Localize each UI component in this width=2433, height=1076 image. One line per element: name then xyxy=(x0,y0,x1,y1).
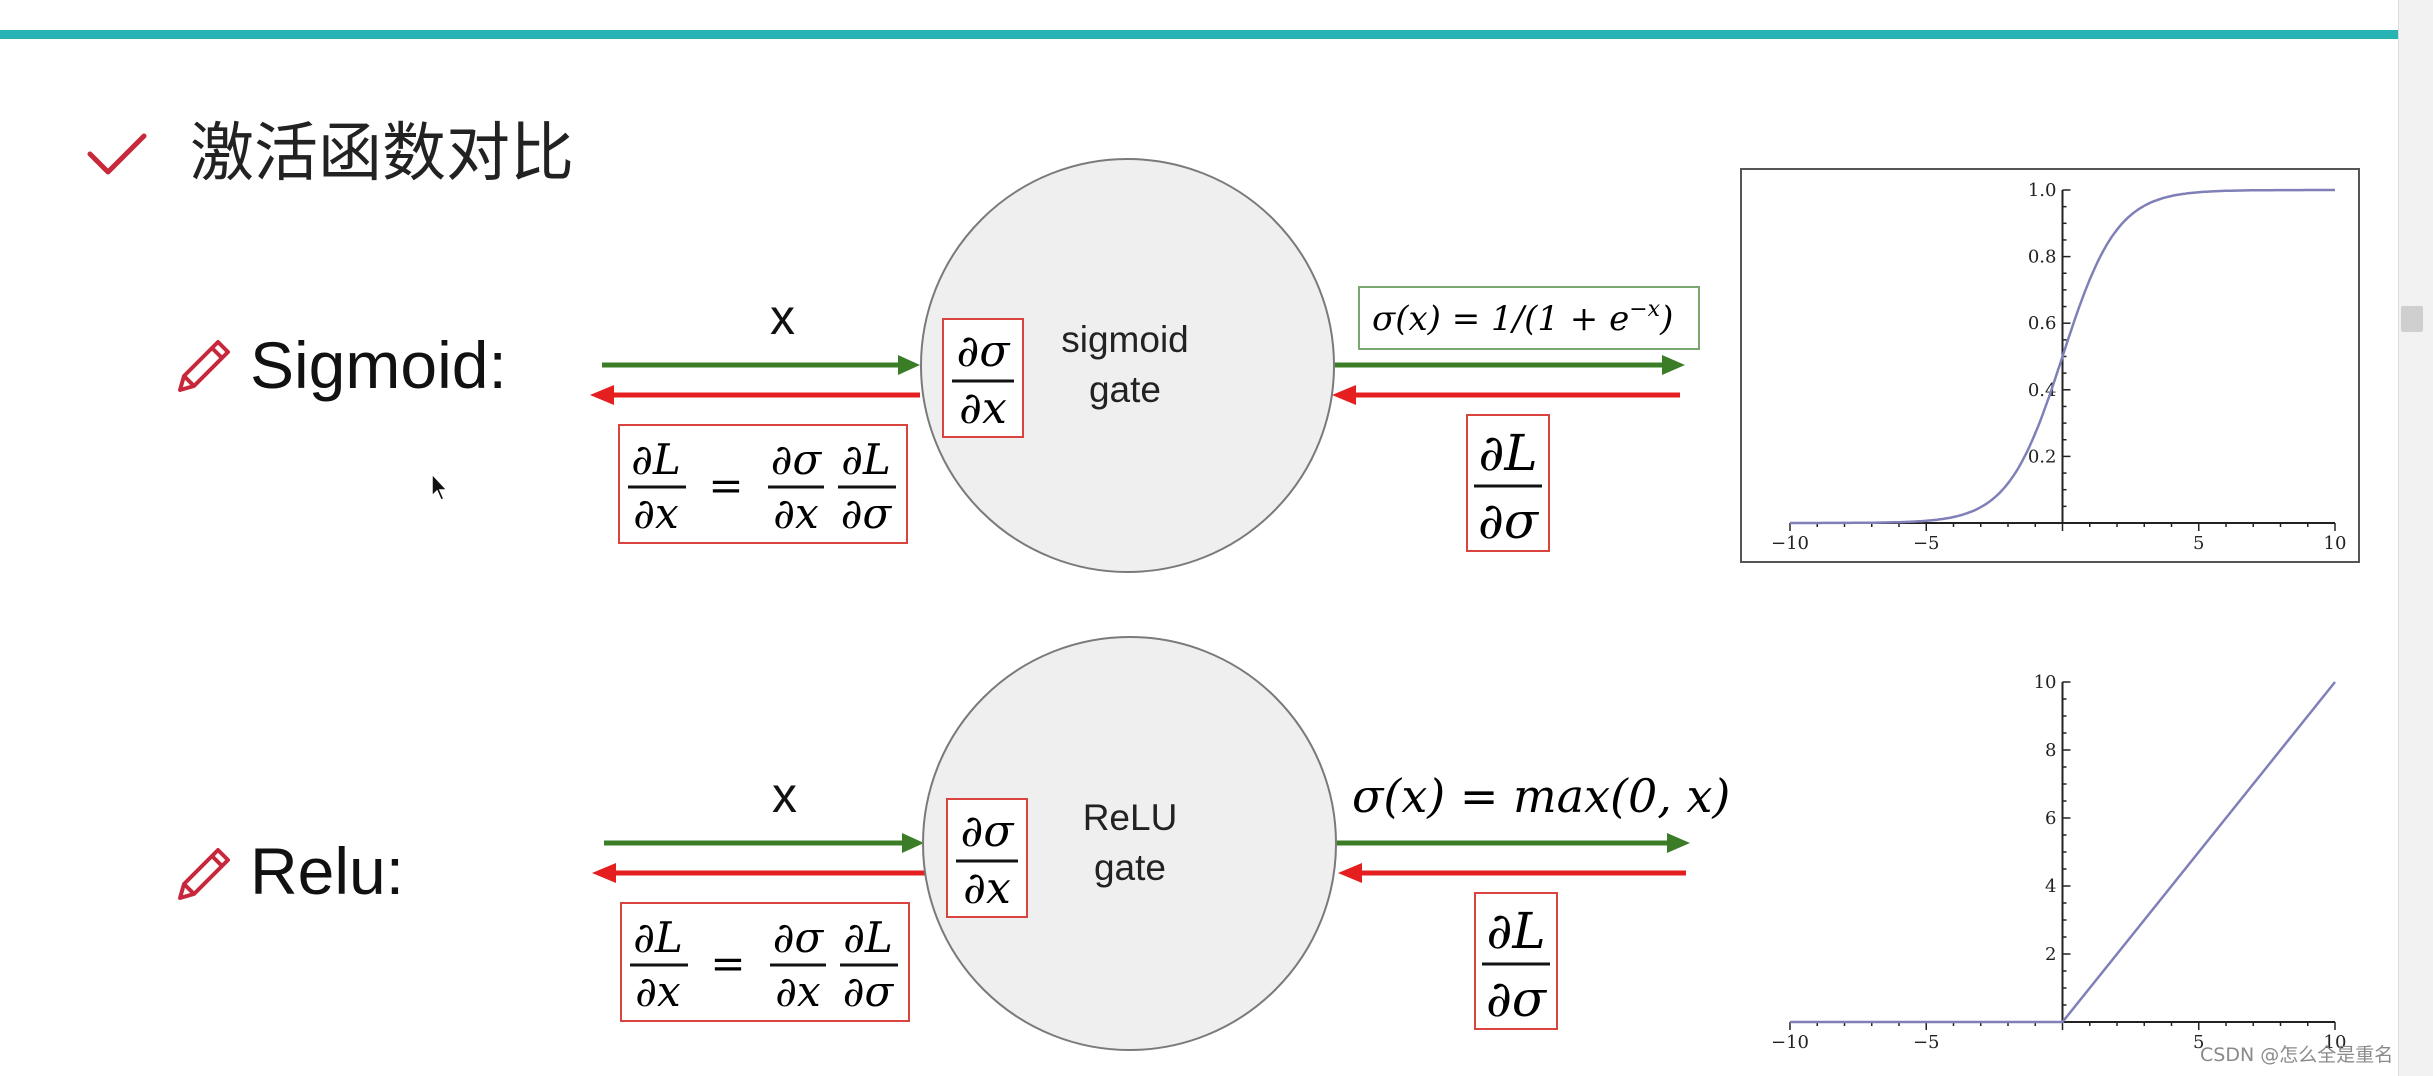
series-line xyxy=(1790,681,2336,1024)
x-tick-label: −10 xyxy=(1771,1032,1809,1053)
chain-f2-den: ∂σ xyxy=(841,489,893,538)
sigmoid-output-arrowhead xyxy=(1662,355,1685,375)
y-tick-label: 4 xyxy=(2045,876,2056,897)
chain-f2-num: ∂L xyxy=(841,435,891,484)
chain-f1-num: ∂σ xyxy=(773,913,825,962)
y-tick-label: 2 xyxy=(2045,944,2056,965)
local-grad-num: ∂σ xyxy=(961,806,1016,857)
top-accent-bar xyxy=(0,30,2398,39)
chain-f1-den: ∂x xyxy=(775,967,821,1016)
x-tick-label: 10 xyxy=(2324,1032,2347,1053)
y-tick-label: 10 xyxy=(2034,672,2057,693)
scrollbar[interactable] xyxy=(2398,0,2433,1076)
y-tick-label: 0.2 xyxy=(2028,446,2057,467)
sigmoid-arrows xyxy=(590,355,1685,405)
upstream-num: ∂L xyxy=(1478,424,1537,482)
relu-arrows xyxy=(592,833,1690,883)
pencil-icon xyxy=(178,340,230,392)
chain-f2-num: ∂L xyxy=(843,913,893,962)
chain-f1-num: ∂σ xyxy=(771,435,823,484)
y-tick-label: 8 xyxy=(2045,740,2056,761)
x-tick-label: 5 xyxy=(2193,1032,2204,1053)
relu-label: Relu: xyxy=(250,834,405,908)
sigmoid-formula: σ(x) = 1/(1 + e−x) xyxy=(1358,286,1700,350)
checkmark-icon xyxy=(87,133,147,175)
relu-chart: −10 −5 5 10 2 4 6 8 10 xyxy=(1771,672,2347,1053)
local-grad-num: ∂σ xyxy=(957,326,1012,377)
chain-eq: = xyxy=(708,461,743,510)
chain-lhs-num: ∂L xyxy=(633,913,683,962)
sigmoid-backprop-arrowhead xyxy=(590,385,614,405)
relu-formula: σ(x) = max(0, x) xyxy=(1352,769,1730,823)
svg-text:σ(x) = 1/(1 + e−x): σ(x) = 1/(1 + e−x) xyxy=(1372,297,1673,339)
gate-label-line1: ReLU xyxy=(1082,797,1178,838)
y-tick-label: 0.6 xyxy=(2028,313,2057,334)
series-line xyxy=(1790,188,2335,525)
chain-eq: = xyxy=(710,939,745,988)
chain-f1-den: ∂x xyxy=(773,489,819,538)
sigmoid-upstream-arrowhead xyxy=(1332,385,1356,405)
relu-formula-text: σ(x) = max(0, x) xyxy=(1352,769,1730,823)
relu-local-gradient: ∂σ ∂x xyxy=(946,798,1028,918)
chain-lhs-den: ∂x xyxy=(635,967,681,1016)
sigmoid-gate-label: sigmoid gate xyxy=(1030,315,1220,415)
x-tick-label: 10 xyxy=(2324,533,2347,554)
slide-title: 激活函数对比 xyxy=(190,117,574,191)
sigmoid-upstream-gradient: ∂L ∂σ xyxy=(1466,414,1550,552)
scrollbar-thumb[interactable] xyxy=(2401,306,2423,332)
local-grad-den: ∂x xyxy=(963,863,1011,914)
sigmoid-chain-rule: ∂L ∂x = ∂σ ∂x ∂L ∂σ xyxy=(618,424,908,544)
upstream-num: ∂L xyxy=(1486,902,1545,960)
sigmoid-local-gradient: ∂σ ∂x xyxy=(942,318,1024,438)
local-grad-den: ∂x xyxy=(959,383,1007,434)
chain-f2-den: ∂σ xyxy=(843,967,895,1016)
y-tick-label: 6 xyxy=(2045,808,2056,829)
pencil-icon xyxy=(178,848,230,900)
y-tick-label: 1.0 xyxy=(2028,180,2057,201)
relu-gate-label: ReLU gate xyxy=(1035,793,1225,893)
chart-frame xyxy=(1740,168,2360,563)
x-tick-label: −10 xyxy=(1771,533,1809,554)
gate-label-line2: gate xyxy=(1093,847,1166,888)
gate-label-line1: sigmoid xyxy=(1061,319,1189,360)
x-tick-label: 5 xyxy=(2193,533,2204,554)
sigmoid-input-arrowhead xyxy=(898,355,920,375)
mouse-cursor-icon xyxy=(431,472,449,501)
chain-lhs-den: ∂x xyxy=(633,489,679,538)
formula-main: σ(x) = 1/(1 + e xyxy=(1372,299,1629,339)
x-tick-label: −5 xyxy=(1913,533,1940,554)
chain-lhs-num: ∂L xyxy=(631,435,681,484)
formula-exp: −x xyxy=(1629,297,1660,322)
relu-upstream-gradient: ∂L ∂σ xyxy=(1474,892,1558,1030)
x-tick-label: −5 xyxy=(1913,1032,1940,1053)
upstream-den: ∂σ xyxy=(1486,970,1548,1028)
upstream-den: ∂σ xyxy=(1478,492,1540,550)
relu-chain-rule: ∂L ∂x = ∂σ ∂x ∂L ∂σ xyxy=(620,902,910,1022)
formula-close: ) xyxy=(1659,299,1673,339)
watermark: CSDN @怎么全是重名 xyxy=(2200,1044,2394,1066)
sigmoid-input-x: x xyxy=(770,289,795,345)
relu-input-x: x xyxy=(772,767,797,823)
sigmoid-label: Sigmoid: xyxy=(250,328,507,402)
y-tick-label: 0.8 xyxy=(2028,247,2057,268)
gate-label-line2: gate xyxy=(1088,369,1161,410)
